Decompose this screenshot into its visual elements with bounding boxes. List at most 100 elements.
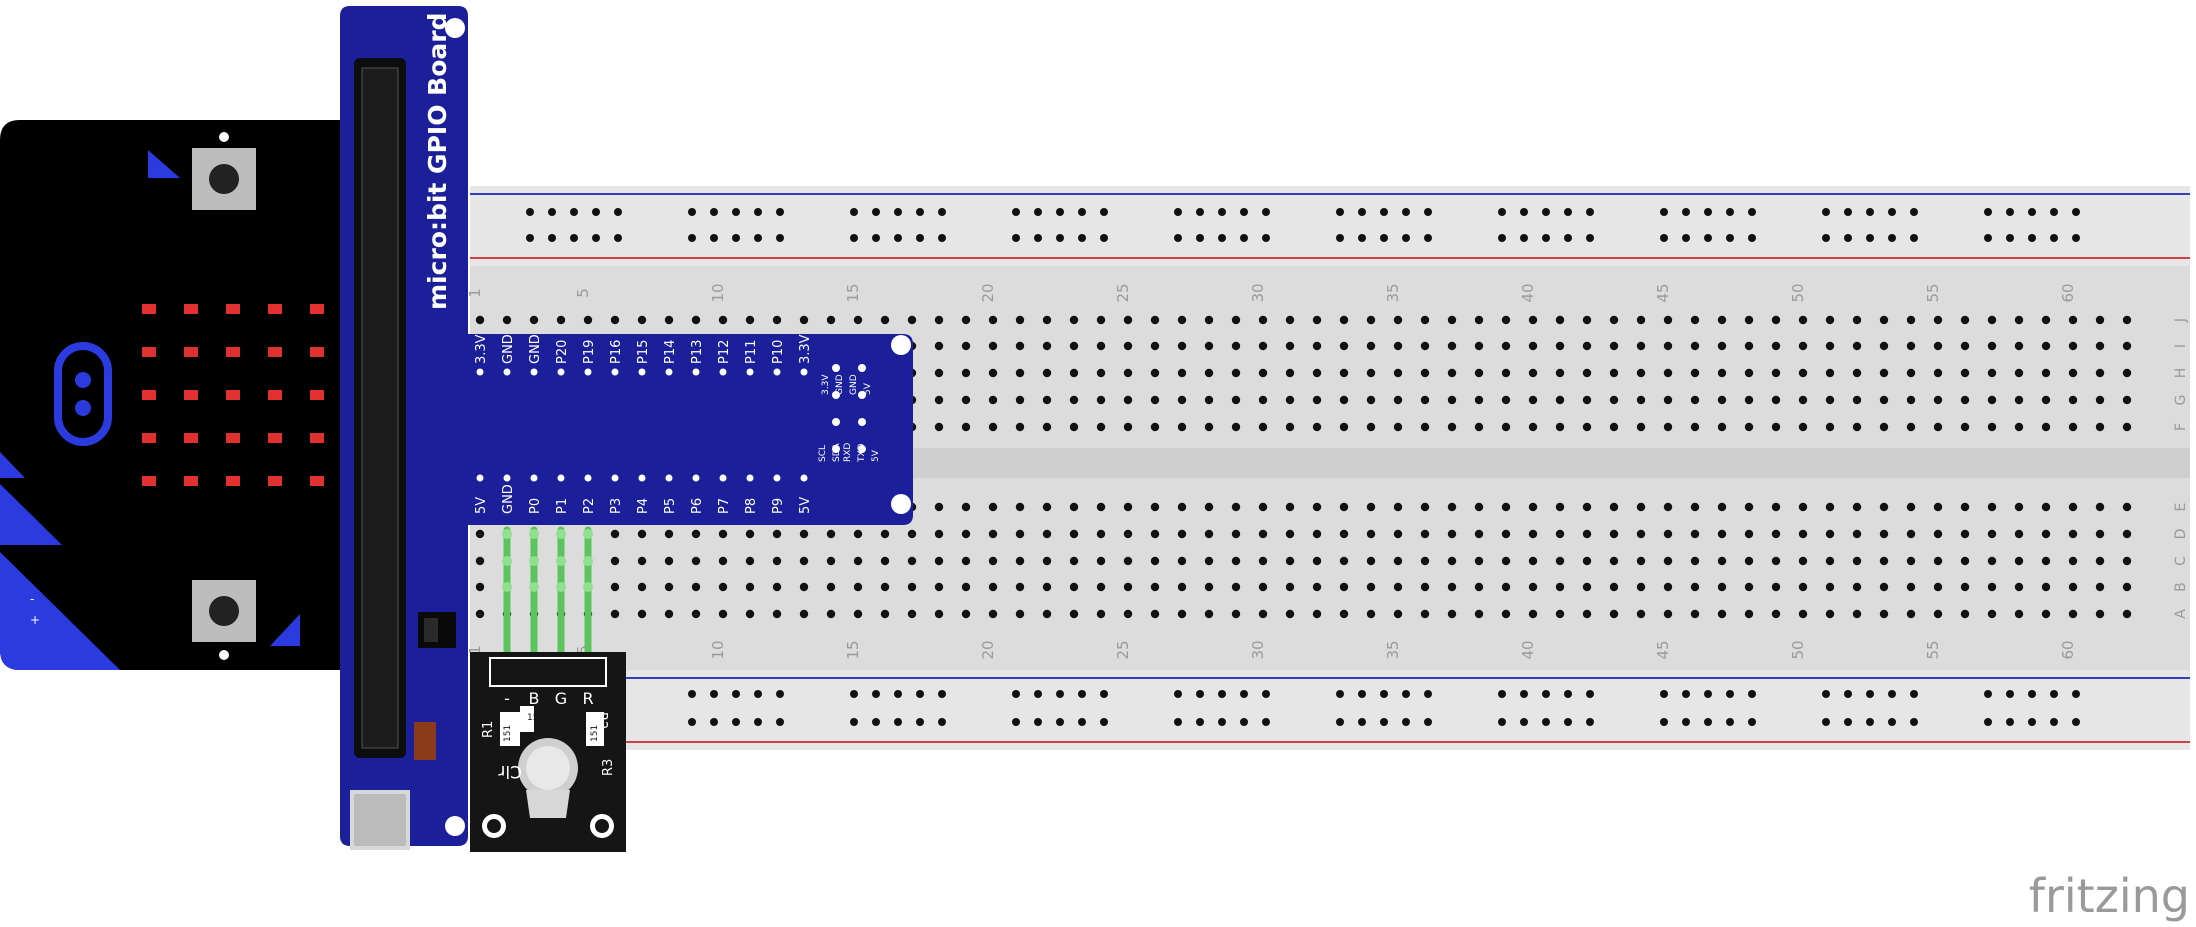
breadboard-hole bbox=[1582, 341, 1592, 351]
breadboard-hole bbox=[1231, 556, 1241, 566]
breadboard-hole bbox=[1231, 422, 1241, 432]
breadboard-hole bbox=[2014, 529, 2024, 539]
breadboard-hole bbox=[1501, 502, 1511, 512]
rail-hole bbox=[548, 234, 556, 242]
breadboard-hole bbox=[2014, 395, 2024, 405]
breadboard-hole bbox=[1366, 315, 1376, 325]
column-number: 45 bbox=[1654, 640, 1672, 659]
breadboard-hole bbox=[1339, 582, 1349, 592]
rail-hole bbox=[2050, 234, 2058, 242]
gpio-pin-label: P9 bbox=[771, 498, 786, 514]
breadboard-hole bbox=[1042, 368, 1052, 378]
breadboard-hole bbox=[637, 529, 647, 539]
breadboard-hole bbox=[826, 529, 836, 539]
breadboard-hole bbox=[1528, 582, 1538, 592]
breadboard-hole bbox=[1636, 315, 1646, 325]
breadboard-hole bbox=[1474, 529, 1484, 539]
breadboard-hole bbox=[1771, 582, 1781, 592]
wire-end bbox=[556, 556, 566, 566]
breadboard-hole bbox=[1177, 582, 1187, 592]
breadboard-hole bbox=[1555, 422, 1565, 432]
led-pixel bbox=[268, 347, 282, 357]
breadboard-hole bbox=[1447, 609, 1457, 619]
breadboard-hole bbox=[1339, 368, 1349, 378]
breadboard-hole bbox=[1852, 556, 1862, 566]
gpio-pin-label: P14 bbox=[663, 340, 678, 364]
breadboard-hole bbox=[1771, 368, 1781, 378]
breadboard-hole bbox=[934, 502, 944, 512]
rail-hole bbox=[1380, 208, 1388, 216]
led-pixel bbox=[310, 347, 324, 357]
rail-hole bbox=[776, 690, 784, 698]
breadboard-hole bbox=[1798, 609, 1808, 619]
breadboard-hole bbox=[1879, 422, 1889, 432]
breadboard-hole bbox=[934, 609, 944, 619]
breadboard-hole bbox=[1852, 529, 1862, 539]
gpio-header-panel bbox=[458, 334, 913, 525]
breadboard-hole bbox=[529, 315, 539, 325]
breadboard-hole bbox=[1285, 422, 1295, 432]
breadboard-hole bbox=[1582, 529, 1592, 539]
breadboard-hole bbox=[934, 582, 944, 592]
breadboard-hole bbox=[1798, 582, 1808, 592]
breadboard-hole bbox=[691, 315, 701, 325]
rail-hole bbox=[2028, 208, 2036, 216]
column-number: 5 bbox=[574, 645, 592, 655]
module-pin-label: R bbox=[582, 689, 593, 708]
breadboard-hole bbox=[2014, 502, 2024, 512]
gpio-pin bbox=[773, 474, 781, 482]
breadboard-hole bbox=[1204, 582, 1214, 592]
breadboard-hole bbox=[1717, 556, 1727, 566]
gpio-pin-label: P6 bbox=[690, 498, 705, 514]
rail-hole bbox=[916, 234, 924, 242]
breadboard-hole bbox=[664, 609, 674, 619]
breadboard-hole bbox=[1285, 368, 1295, 378]
gpio-pin-label: GND bbox=[528, 334, 543, 364]
breadboard-hole bbox=[1015, 582, 1025, 592]
rail-hole bbox=[732, 718, 740, 726]
breadboard-hole bbox=[1744, 341, 1754, 351]
rail-hole bbox=[1402, 690, 1410, 698]
breadboard-hole bbox=[1258, 556, 1268, 566]
breadboard-hole bbox=[637, 315, 647, 325]
breadboard-hole bbox=[2068, 529, 2078, 539]
breadboard-hole bbox=[1636, 609, 1646, 619]
gpio-side-label: SCL bbox=[818, 445, 828, 462]
fritzing-watermark: fritzing bbox=[2029, 869, 2190, 923]
breadboard-hole bbox=[1393, 395, 1403, 405]
rail-hole bbox=[2006, 208, 2014, 216]
breadboard-hole bbox=[1231, 529, 1241, 539]
breadboard-hole bbox=[1069, 368, 1079, 378]
breadboard-hole bbox=[799, 315, 809, 325]
breadboard-hole bbox=[718, 582, 728, 592]
gpio-pin bbox=[611, 474, 619, 482]
row-letter: J bbox=[2173, 318, 2189, 323]
gpio-pin bbox=[858, 418, 866, 426]
wire-end bbox=[502, 529, 512, 539]
breadboard-hole bbox=[664, 529, 674, 539]
breadboard-hole bbox=[1960, 529, 1970, 539]
breadboard-hole bbox=[853, 556, 863, 566]
breadboard-hole bbox=[988, 502, 998, 512]
rail-hole bbox=[938, 718, 946, 726]
led-pixel bbox=[268, 476, 282, 486]
gpio-pin bbox=[638, 368, 646, 376]
gpio-pin bbox=[665, 368, 673, 376]
breadboard-hole bbox=[1933, 582, 1943, 592]
rail-hole bbox=[1196, 690, 1204, 698]
breadboard-hole bbox=[1717, 502, 1727, 512]
gpio-pin bbox=[557, 368, 565, 376]
breadboard-hole bbox=[961, 315, 971, 325]
breadboard-hole bbox=[1123, 395, 1133, 405]
breadboard-hole bbox=[1609, 609, 1619, 619]
breadboard-hole bbox=[880, 529, 890, 539]
breadboard-hole bbox=[1420, 368, 1430, 378]
breadboard-hole bbox=[1609, 556, 1619, 566]
rail-hole bbox=[570, 234, 578, 242]
gpio-pin bbox=[858, 364, 866, 372]
gpio-pin-label: P16 bbox=[609, 340, 624, 364]
breadboard-hole bbox=[934, 395, 944, 405]
gpio-pin bbox=[858, 391, 866, 399]
breadboard-hole bbox=[637, 609, 647, 619]
